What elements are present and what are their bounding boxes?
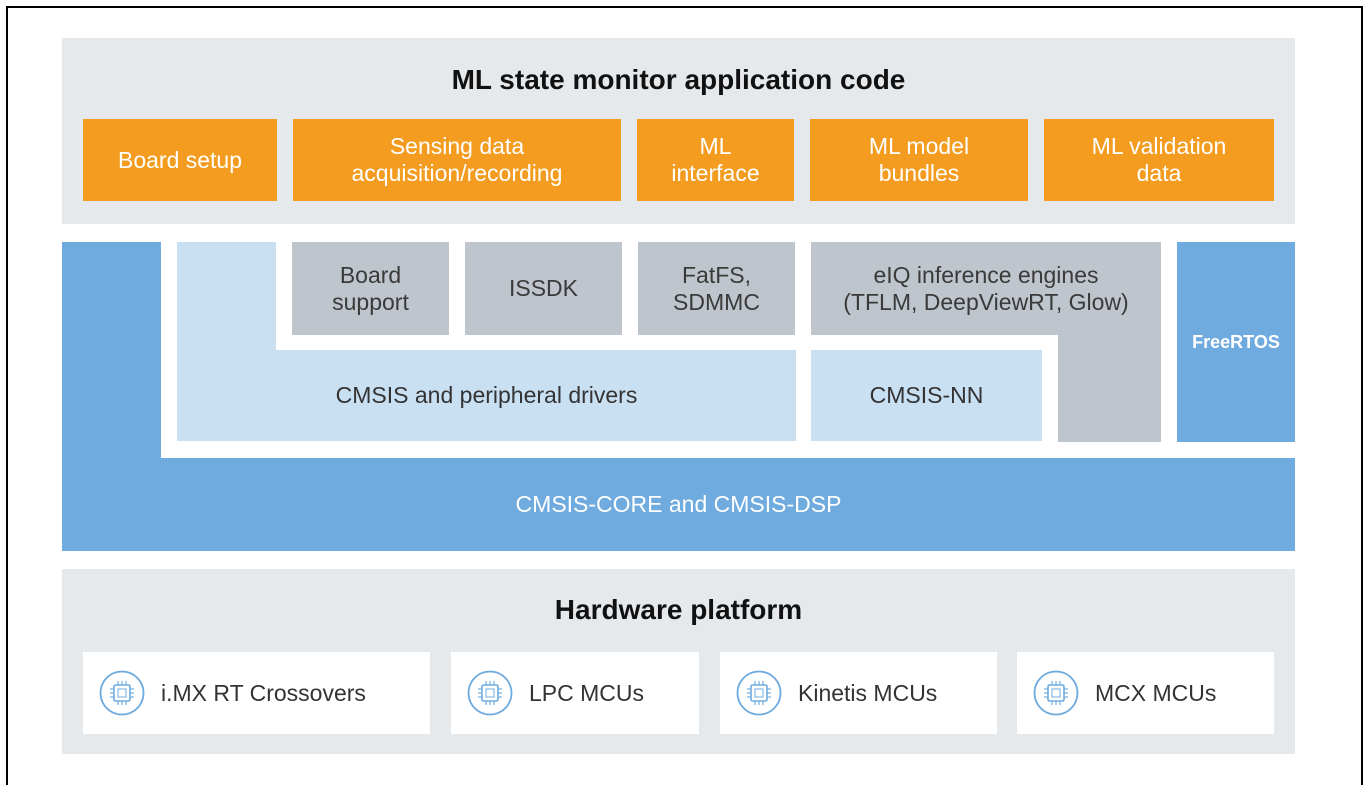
platform-mcx: MCX MCUs: [1017, 652, 1274, 734]
eiq-engines-side: [1058, 330, 1161, 442]
hardware-layer-title: Hardware platform: [554, 594, 803, 625]
diagram-frame: [6, 6, 1363, 785]
chip-icon: [99, 670, 145, 716]
cmsis-core-dsp-label: CMSIS-CORE and CMSIS-DSP: [515, 491, 842, 517]
platform-imx-rt: i.MX RT Crossovers: [83, 652, 430, 734]
cmsis-nn-block: CMSIS-NN: [811, 350, 1042, 441]
eiq-engines-top: [811, 242, 1161, 335]
ml-interface-block: ML interface: [637, 119, 794, 201]
chip-icon: [736, 670, 782, 716]
cmsis-core-dsp-block: CMSIS-CORE and CMSIS-DSP: [62, 458, 1295, 551]
ml-validation-data-block: ML validation data: [1044, 119, 1274, 201]
platform-kinetis: Kinetis MCUs: [720, 652, 997, 734]
ml-model-bundles-block: ML model bundles: [810, 119, 1028, 201]
application-layer-title: ML state monitor application code: [451, 64, 906, 95]
issdk-block: ISSDK: [465, 242, 622, 335]
board-support-block: Board support: [292, 242, 449, 335]
chip-icon: [467, 670, 513, 716]
eiq-engines-label: eIQ inference engines (TFLM, DeepViewRT,…: [843, 261, 1129, 315]
platform-label: LPC MCUs: [529, 679, 645, 706]
chip-icon: [1033, 670, 1079, 716]
platform-label: MCX MCUs: [1095, 679, 1217, 706]
platform-lpc: LPC MCUs: [451, 652, 699, 734]
board-setup-block: Board setup: [83, 119, 277, 201]
platform-label: i.MX RT Crossovers: [161, 679, 366, 706]
cmsis-nn-label: CMSIS-NN: [869, 382, 984, 408]
cmsis-drivers-block: CMSIS and peripheral drivers: [177, 350, 796, 441]
cmsis-drivers-upper: [177, 242, 276, 352]
freertos-label: FreeRTOS: [1192, 331, 1280, 352]
fatfs-sdmmc-block: FatFS, SDMMC: [638, 242, 795, 335]
freertos-block: FreeRTOS: [1177, 242, 1295, 442]
sensing-data-block: Sensing data acquisition/recording: [293, 119, 621, 201]
platform-label: Kinetis MCUs: [798, 679, 938, 706]
cmsis-drivers-label: CMSIS and peripheral drivers: [335, 382, 638, 408]
